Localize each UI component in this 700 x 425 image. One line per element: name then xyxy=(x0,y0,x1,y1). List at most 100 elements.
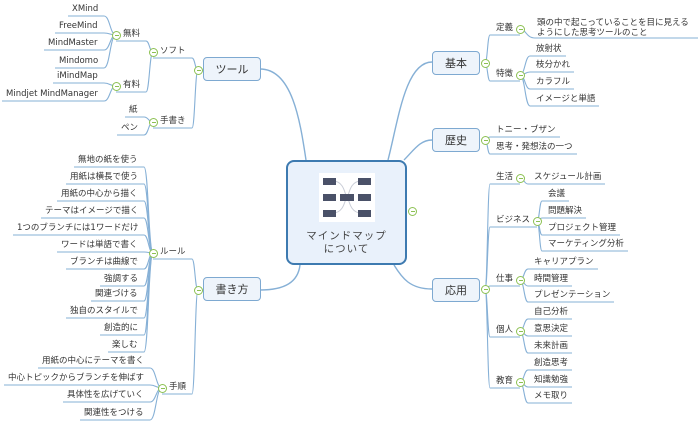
leaf-topic[interactable]: 時間管理 xyxy=(534,274,569,284)
leaf-topic[interactable]: テーマはイメージで描く xyxy=(45,206,139,216)
leaf-topic[interactable]: FreeMind xyxy=(59,21,98,31)
leaf-topic[interactable]: 無地の紙を使う xyxy=(78,155,138,165)
leaf-topic[interactable]: 用紙の中心から描く xyxy=(61,189,138,199)
subtopic[interactable]: ビジネス xyxy=(496,215,531,225)
collapse-icon[interactable] xyxy=(533,217,542,226)
central-title-line2: について xyxy=(323,243,370,255)
leaf-topic[interactable]: 思考・発想法の一つ xyxy=(496,142,573,152)
connector xyxy=(484,288,491,389)
leaf-topic[interactable]: カラフル xyxy=(536,77,571,87)
definition-line1: 頭の中で起こっていることを目に見える xyxy=(537,18,689,28)
leaf-topic[interactable]: ブランチは曲線で xyxy=(70,257,139,267)
connector xyxy=(145,51,154,93)
connector xyxy=(259,264,301,291)
leaf-topic[interactable]: 放射状 xyxy=(536,44,562,54)
subtopic[interactable]: 無料 xyxy=(123,29,141,39)
central-title-line1: マインドマップ xyxy=(306,230,387,242)
collapse-icon[interactable] xyxy=(112,82,121,91)
leaf-topic[interactable]: 関連づける xyxy=(95,289,138,299)
leaf-topic[interactable]: 創造的に xyxy=(104,323,139,333)
connector xyxy=(191,69,199,129)
leaf-topic[interactable]: 楽しむ xyxy=(112,340,138,350)
collapse-icon[interactable] xyxy=(149,118,158,127)
collapse-icon[interactable] xyxy=(481,136,490,145)
leaf-topic[interactable]: 強調する xyxy=(104,274,139,284)
collapse-icon[interactable] xyxy=(149,249,158,258)
subtopic[interactable]: ルール xyxy=(160,247,186,257)
definition-text[interactable]: 頭の中で起こっていることを目に見える ようにした思考ツールのこと xyxy=(537,18,689,38)
subtopic[interactable]: ソフト xyxy=(160,46,186,56)
connector xyxy=(393,264,433,290)
topic-apply[interactable]: 応用 xyxy=(432,278,480,302)
leaf-topic[interactable]: 会議 xyxy=(548,189,566,199)
connector xyxy=(387,61,433,161)
central-topic[interactable]: マインドマップ について xyxy=(286,160,407,265)
collapse-icon[interactable] xyxy=(516,276,525,285)
collapse-icon[interactable] xyxy=(408,207,417,216)
connector xyxy=(259,68,307,161)
subtopic[interactable]: 特徴 xyxy=(496,69,514,79)
leaf-topic[interactable]: メモ取り xyxy=(534,391,569,401)
collapse-icon[interactable] xyxy=(194,286,203,295)
collapse-icon[interactable] xyxy=(516,71,525,80)
topic-history[interactable]: 歴史 xyxy=(432,128,480,152)
leaf-topic[interactable]: iMindMap xyxy=(57,71,98,81)
leaf-topic[interactable]: 創造思考 xyxy=(534,358,569,368)
leaf-topic[interactable]: イメージと単語 xyxy=(536,94,596,104)
leaf-topic[interactable]: MindMaster xyxy=(48,38,98,48)
leaf-topic[interactable]: プロジェクト管理 xyxy=(548,223,617,233)
leaf-topic[interactable]: 枝分かれ xyxy=(536,60,571,70)
connector xyxy=(484,183,491,290)
leaf-topic[interactable]: キャリアプラン xyxy=(534,257,594,267)
leaf-topic[interactable]: トニー・ブザン xyxy=(496,125,556,135)
leaf-topic[interactable]: Mindjet MindManager xyxy=(6,89,98,99)
connector xyxy=(103,34,117,69)
leaf-topic[interactable]: 用紙の中心にテーマを書く xyxy=(42,356,145,366)
leaf-topic[interactable]: スケジュール計画 xyxy=(534,172,602,182)
connector xyxy=(191,289,199,395)
leaf-topic[interactable]: プレゼンテーション xyxy=(534,290,611,300)
collapse-icon[interactable] xyxy=(149,48,158,57)
leaf-topic[interactable]: 1つのブランチには1ワードだけ xyxy=(17,223,139,233)
collapse-icon[interactable] xyxy=(481,285,490,294)
collapse-icon[interactable] xyxy=(516,378,525,387)
subtopic[interactable]: 個人 xyxy=(496,325,514,335)
leaf-topic[interactable]: 関連性をつける xyxy=(84,408,144,418)
subtopic[interactable]: 生活 xyxy=(496,172,514,182)
leaf-topic[interactable]: 具体性を広げていく xyxy=(67,390,144,400)
connector xyxy=(143,166,154,254)
topic-basic[interactable]: 基本 xyxy=(432,51,480,75)
subtopic[interactable]: 教育 xyxy=(496,376,514,386)
leaf-topic[interactable]: 知識勉強 xyxy=(534,375,569,385)
subtopic[interactable]: 手順 xyxy=(169,382,187,392)
subtopic[interactable]: 仕事 xyxy=(496,274,514,284)
mind-map-icon xyxy=(319,173,375,222)
collapse-icon[interactable] xyxy=(112,31,121,40)
leaf-topic[interactable]: Mindomo xyxy=(59,56,99,66)
leaf-topic[interactable]: 意思決定 xyxy=(534,324,569,334)
collapse-icon[interactable] xyxy=(516,25,525,34)
leaf-topic[interactable]: ワードは単語で書く xyxy=(61,240,138,250)
leaf-topic[interactable]: ペン xyxy=(121,123,139,133)
leaf-topic[interactable]: マーケティング分析 xyxy=(548,239,624,249)
leaf-topic[interactable]: 紙 xyxy=(129,105,138,115)
subtopic[interactable]: 定義 xyxy=(496,23,514,33)
leaf-topic[interactable]: 中心トピックからブランチを伸ばす xyxy=(8,373,145,383)
collapse-icon[interactable] xyxy=(516,327,525,336)
definition-line2: ようにした思考ツールのこと xyxy=(537,28,648,38)
leaf-topic[interactable]: 問題解決 xyxy=(548,206,583,216)
topic-write[interactable]: 書き方 xyxy=(203,277,261,301)
collapse-icon[interactable] xyxy=(158,384,167,393)
collapse-icon[interactable] xyxy=(516,174,525,183)
subtopic[interactable]: 有料 xyxy=(123,80,141,90)
leaf-topic[interactable]: 未来計画 xyxy=(534,341,569,351)
leaf-topic[interactable]: 自己分析 xyxy=(534,307,569,317)
leaf-topic[interactable]: 用紙は横長で使う xyxy=(70,172,139,182)
subtopic[interactable]: 手書き xyxy=(160,116,186,126)
collapse-icon[interactable] xyxy=(481,59,490,68)
collapse-icon[interactable] xyxy=(194,66,203,75)
topic-tool[interactable]: ツール xyxy=(203,57,261,81)
leaf-topic[interactable]: 独自のスタイルで xyxy=(70,306,139,316)
leaf-topic[interactable]: XMind xyxy=(72,4,99,14)
